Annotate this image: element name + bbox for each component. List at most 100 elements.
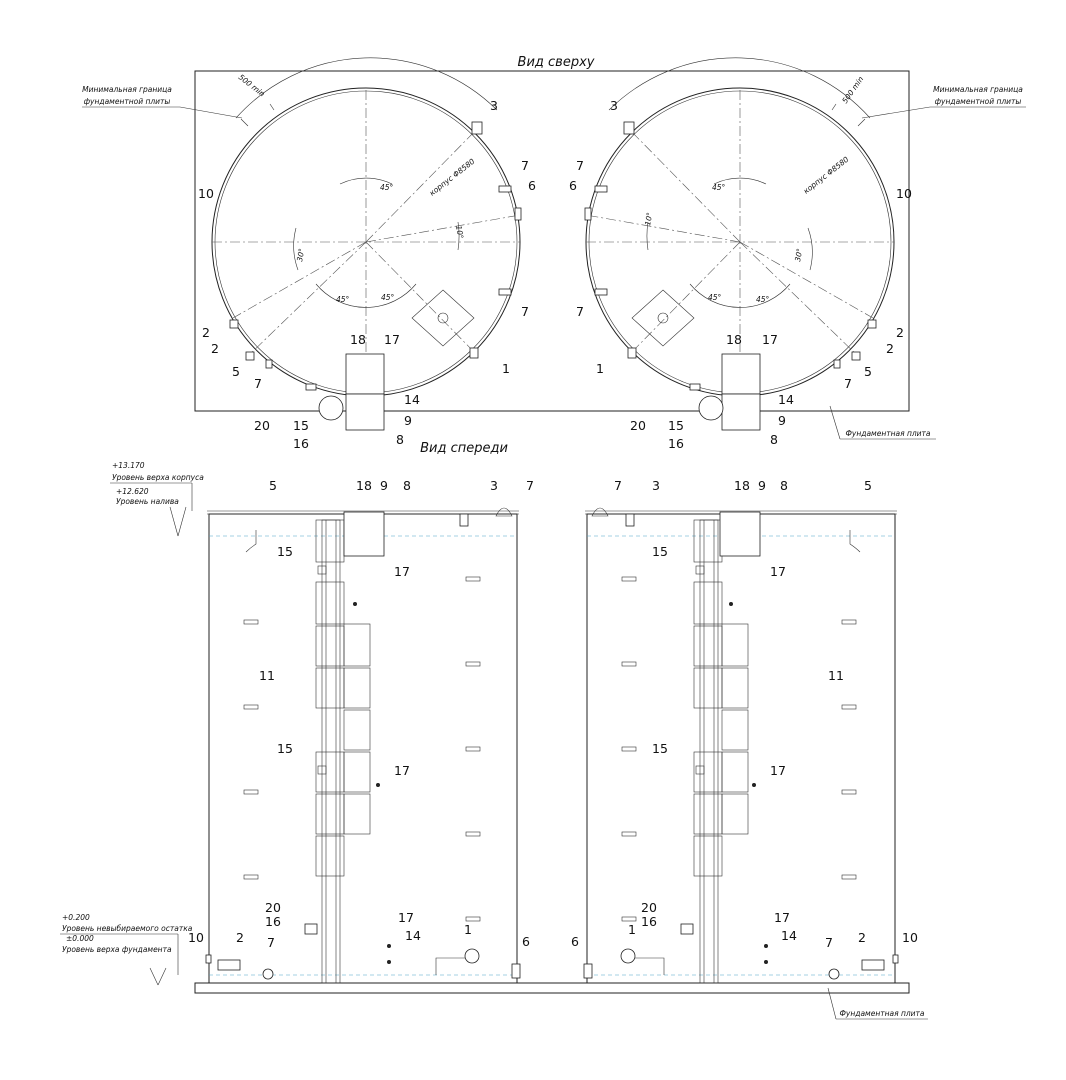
svg-text:9: 9 [380, 478, 388, 493]
level-zero-value: ±0.000 [66, 934, 94, 943]
svg-text:14: 14 [778, 392, 794, 407]
callouts-front-left: 5 18 9 8 3 7 15 17 11 15 17 20 16 17 14 … [188, 478, 534, 950]
min-border-label-right-1: Минимальная граница [933, 85, 1023, 94]
level-residue-value: +0.200 [62, 913, 90, 922]
angle-10-left: 10° [454, 225, 465, 240]
svg-text:7: 7 [521, 158, 529, 173]
level-fill-label: Уровень налива [116, 497, 179, 506]
svg-text:7: 7 [576, 304, 584, 319]
svg-text:17: 17 [394, 564, 410, 579]
svg-text:1: 1 [596, 361, 604, 376]
svg-text:14: 14 [405, 928, 421, 943]
angle-45-right-c: 45° [756, 295, 770, 304]
svg-text:14: 14 [781, 928, 797, 943]
level-top-value: +13.170 [112, 461, 145, 470]
svg-text:17: 17 [770, 763, 786, 778]
angle-45-right-a: 45° [712, 183, 726, 192]
svg-text:18: 18 [726, 332, 742, 347]
svg-text:1: 1 [464, 922, 472, 937]
svg-text:7: 7 [844, 376, 852, 391]
level-top-label: Уровень верха корпуса [112, 473, 204, 482]
svg-text:5: 5 [864, 364, 872, 379]
svg-text:2: 2 [236, 930, 244, 945]
svg-text:3: 3 [652, 478, 660, 493]
svg-text:3: 3 [490, 478, 498, 493]
angle-10-right: 10° [643, 211, 654, 226]
svg-text:9: 9 [404, 413, 412, 428]
svg-text:15: 15 [277, 741, 293, 756]
svg-text:6: 6 [569, 178, 577, 193]
dim-500-right: 500 min [840, 75, 865, 106]
min-border-label-right-2: фундаментной плиты [935, 97, 1022, 106]
svg-text:10: 10 [902, 930, 918, 945]
angle-45-right-b: 45° [708, 293, 722, 302]
svg-text:2: 2 [202, 325, 210, 340]
level-residue-label: Уровень невыбираемого остатка [62, 924, 193, 933]
svg-text:11: 11 [828, 668, 844, 683]
svg-text:2: 2 [211, 341, 219, 356]
svg-text:3: 3 [610, 98, 618, 113]
hull-diameter-left: корпус Φ8580 [428, 157, 477, 198]
svg-text:17: 17 [394, 763, 410, 778]
front-view-title: Вид спереди [420, 441, 508, 456]
svg-text:8: 8 [403, 478, 411, 493]
tank-left-front [205, 507, 521, 984]
svg-text:15: 15 [277, 544, 293, 559]
svg-text:20: 20 [254, 418, 270, 433]
svg-text:7: 7 [825, 935, 833, 950]
svg-text:5: 5 [864, 478, 872, 493]
svg-text:1: 1 [628, 922, 636, 937]
svg-text:3: 3 [490, 98, 498, 113]
svg-text:18: 18 [734, 478, 750, 493]
svg-text:10: 10 [198, 186, 214, 201]
svg-text:10: 10 [896, 186, 912, 201]
angle-30-left: 30° [295, 247, 306, 262]
tank-right-top [584, 57, 895, 431]
svg-text:2: 2 [896, 325, 904, 340]
level-fill-value: +12.620 [116, 487, 149, 496]
svg-text:17: 17 [774, 910, 790, 925]
svg-text:9: 9 [758, 478, 766, 493]
svg-text:5: 5 [232, 364, 240, 379]
top-view-title: Вид сверху [518, 55, 595, 70]
svg-text:18: 18 [356, 478, 372, 493]
angle-45-left-b: 45° [336, 295, 350, 304]
callouts-front-right: 7 3 18 9 8 5 15 17 11 15 17 20 16 17 14 … [571, 478, 918, 950]
svg-text:20: 20 [630, 418, 646, 433]
svg-text:11: 11 [259, 668, 275, 683]
svg-text:17: 17 [398, 910, 414, 925]
svg-text:2: 2 [886, 341, 894, 356]
svg-text:7: 7 [614, 478, 622, 493]
angle-30-right: 30° [793, 247, 804, 262]
svg-text:7: 7 [526, 478, 534, 493]
min-border-label-left-2: фундаментной плиты [84, 97, 171, 106]
svg-text:18: 18 [350, 332, 366, 347]
tank-right-front [583, 507, 899, 984]
svg-text:6: 6 [522, 934, 530, 949]
svg-text:14: 14 [404, 392, 420, 407]
svg-text:17: 17 [762, 332, 778, 347]
svg-text:20: 20 [265, 900, 281, 915]
svg-text:15: 15 [652, 741, 668, 756]
level-zero-label: Уровень верха фундамента [62, 945, 172, 954]
hull-diameter-right: корпус Φ8580 [802, 155, 851, 196]
svg-text:8: 8 [396, 432, 404, 447]
slab-label-top: Фундаментная плита [845, 429, 930, 438]
svg-text:5: 5 [269, 478, 277, 493]
foundation-slab-front [194, 982, 910, 994]
foundation-slab-top [194, 70, 910, 412]
svg-text:15: 15 [293, 418, 309, 433]
svg-text:8: 8 [780, 478, 788, 493]
svg-text:7: 7 [267, 935, 275, 950]
svg-text:16: 16 [641, 914, 657, 929]
svg-text:6: 6 [571, 934, 579, 949]
svg-text:9: 9 [778, 413, 786, 428]
svg-text:16: 16 [265, 914, 281, 929]
svg-text:1: 1 [502, 361, 510, 376]
callouts-top-right: 3 7 6 7 1 10 2 2 5 7 18 17 14 9 8 20 15 … [569, 98, 912, 451]
svg-text:15: 15 [652, 544, 668, 559]
slab-label-front: Фундаментная плита [839, 1009, 924, 1018]
svg-text:17: 17 [384, 332, 400, 347]
svg-text:6: 6 [528, 178, 536, 193]
